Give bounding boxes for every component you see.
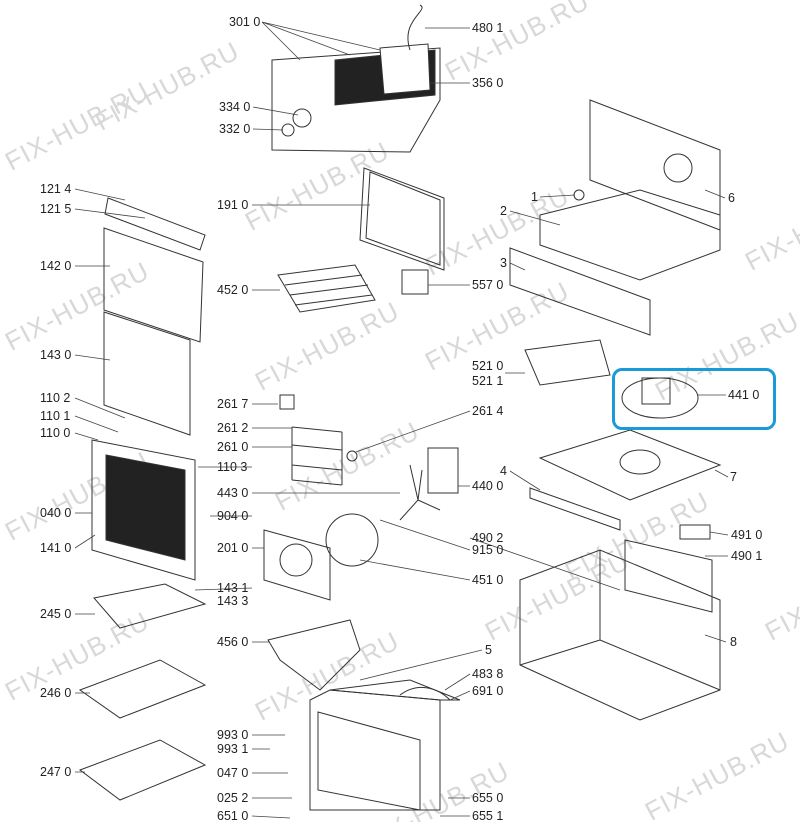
cable xyxy=(399,686,451,701)
part-label: 261 2 xyxy=(217,421,249,435)
shelf-rail xyxy=(291,426,343,486)
glass-panel xyxy=(103,311,191,436)
part-label: 356 0 xyxy=(472,76,504,90)
leader-lines xyxy=(74,21,729,819)
heating-element xyxy=(267,619,361,691)
part-label: 655 1 xyxy=(472,809,504,822)
fan-blade xyxy=(399,464,441,521)
tray xyxy=(78,659,207,719)
part-label: 143 3 xyxy=(217,594,249,608)
part-label: 247 0 xyxy=(40,765,72,779)
oven-cavity xyxy=(309,679,461,811)
part-label: 7 xyxy=(730,470,737,484)
connector-part xyxy=(401,269,429,295)
bottom-panel xyxy=(538,429,722,501)
part-label: 3 xyxy=(500,256,507,270)
part-label: 143 1 xyxy=(217,581,249,595)
wire-shelf xyxy=(93,583,207,629)
part-label: 191 0 xyxy=(217,198,249,212)
part-label: 521 0 xyxy=(472,359,504,373)
rear-plate xyxy=(624,539,713,613)
grill-element xyxy=(277,264,376,313)
part-label: 655 0 xyxy=(472,791,504,805)
part-label: 261 4 xyxy=(472,404,504,418)
knob-part xyxy=(292,108,312,128)
part-label: 451 0 xyxy=(472,573,504,587)
part-label: 110 1 xyxy=(40,409,71,423)
part-label: 6 xyxy=(728,191,735,205)
control-panel xyxy=(271,4,441,153)
part-label: 651 0 xyxy=(217,809,249,822)
part-label: 110 2 xyxy=(40,391,71,405)
part-label: 110 3 xyxy=(217,460,248,474)
part-label: 443 0 xyxy=(217,486,249,500)
part-label: 4 xyxy=(500,464,507,478)
control-board xyxy=(524,339,611,386)
part-label: 246 0 xyxy=(40,686,72,700)
part-label: 490 2 xyxy=(472,531,504,545)
part-label: 245 0 xyxy=(40,607,72,621)
part-label: 334 0 xyxy=(219,100,251,114)
part-label: 121 5 xyxy=(40,202,72,216)
top-panel xyxy=(509,99,721,336)
part-label: 915 0 xyxy=(472,543,504,557)
part-label: 047 0 xyxy=(217,766,249,780)
highlight-box xyxy=(612,368,776,430)
part-label: 332 0 xyxy=(219,122,251,136)
part-label: 452 0 xyxy=(217,283,249,297)
part-label: 141 0 xyxy=(40,541,72,555)
knob-part xyxy=(281,123,295,137)
part-label: 040 0 xyxy=(40,506,72,520)
part-label: 904 0 xyxy=(217,509,249,523)
fan-motor-441 xyxy=(621,377,699,419)
part-label: 456 0 xyxy=(217,635,249,649)
part-label: 440 0 xyxy=(472,479,504,493)
part-label: 483 8 xyxy=(472,667,504,681)
door-top-trim xyxy=(104,197,206,251)
part-label: 1 xyxy=(531,190,538,204)
part-label: 261 0 xyxy=(217,440,249,454)
part-label: 521 1 xyxy=(472,374,504,388)
back-panel xyxy=(263,529,331,601)
part-label: 491 0 xyxy=(731,528,763,542)
part-label: 480 1 xyxy=(472,21,504,35)
oven-door xyxy=(91,439,196,581)
motor-part xyxy=(427,447,459,494)
terminal-block xyxy=(679,524,711,540)
part-label: 557 0 xyxy=(472,278,504,292)
oven-outer-case xyxy=(519,549,721,721)
part-label: 301 0 xyxy=(229,15,261,29)
circular-element xyxy=(325,513,379,567)
part-label: 121 4 xyxy=(40,182,72,196)
part-label: 490 1 xyxy=(731,549,763,563)
part-label: 2 xyxy=(500,204,507,218)
part-label: 142 0 xyxy=(40,259,72,273)
knob-part xyxy=(346,450,358,462)
part-label: 110 0 xyxy=(40,426,71,440)
part-label: 025 2 xyxy=(217,791,249,805)
inner-glass xyxy=(103,227,204,343)
part-label: 691 0 xyxy=(472,684,504,698)
part-label: 261 7 xyxy=(217,397,249,411)
lamp-part xyxy=(279,394,295,410)
part-label: 8 xyxy=(730,635,737,649)
part-label: 993 1 xyxy=(217,742,249,756)
part-label: 143 0 xyxy=(40,348,72,362)
part-label: 441 0 xyxy=(728,388,760,402)
deep-tray xyxy=(78,739,207,801)
door-seal xyxy=(359,167,445,271)
part-label: 5 xyxy=(485,643,492,657)
part-label: 201 0 xyxy=(217,541,249,555)
part-label: 993 0 xyxy=(217,728,249,742)
